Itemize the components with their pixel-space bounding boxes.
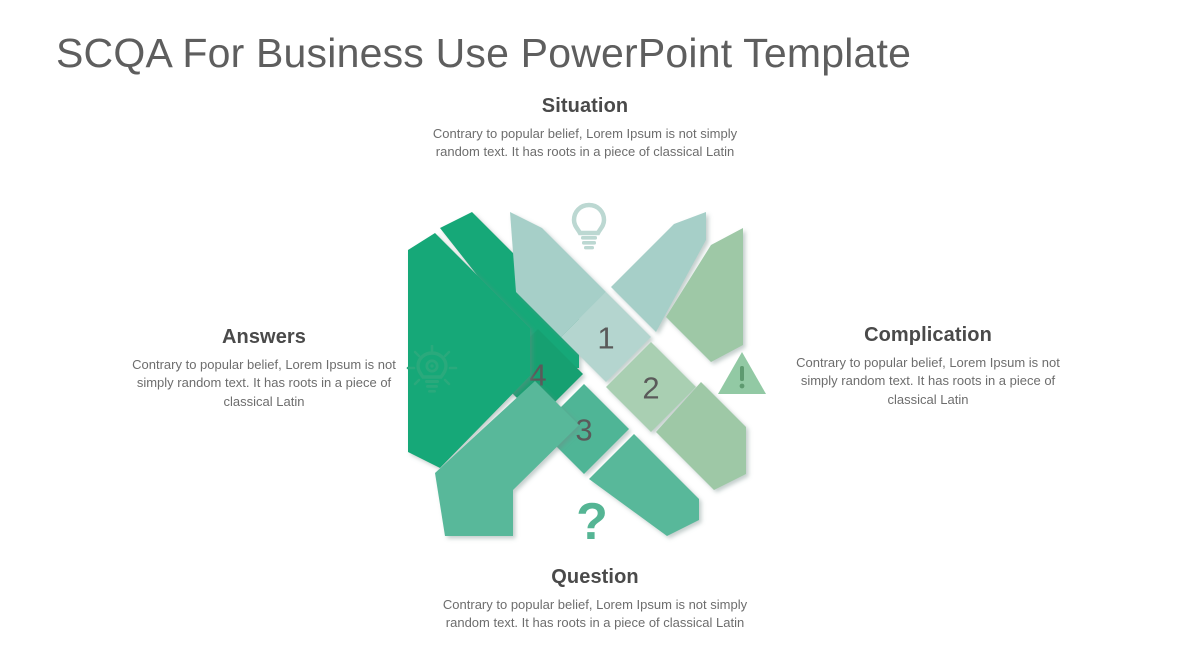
arm-complication[interactable]: [606, 228, 746, 490]
question-mark-icon: ?: [570, 493, 614, 553]
arm-question-blade-shape: [435, 381, 579, 536]
arm-complication-blade: [656, 382, 746, 490]
body-complication: Contrary to popular belief, Lorem Ipsum …: [796, 355, 1060, 407]
text-block-complication: Complication Contrary to popular belief,…: [782, 324, 1074, 409]
text-block-question: Question Contrary to popular belief, Lor…: [430, 566, 760, 633]
arm-situation-inner: [561, 292, 651, 382]
arm-situation-outer: [510, 212, 606, 337]
heading-answers: Answers: [221, 326, 307, 348]
arm-complication-outer: [666, 228, 743, 362]
warning-triangle-icon: [716, 349, 768, 397]
heading-question: Question: [551, 566, 639, 588]
arm-complication-inner: [606, 342, 696, 432]
arm-question[interactable]: [539, 384, 699, 536]
arm-situation-blade[interactable]: [611, 212, 706, 332]
lightbulb-icon: [567, 201, 611, 251]
lightbulb-rays-icon: [405, 344, 459, 397]
segment-number-situation: 1: [597, 321, 614, 356]
arm-answers-blade-shape: [408, 233, 530, 468]
segment-number-complication: 2: [642, 371, 659, 406]
text-block-answers: Answers Contrary to popular belief, Lore…: [118, 326, 410, 411]
heading-complication: Complication: [864, 324, 992, 346]
heading-situation: Situation: [541, 95, 629, 117]
arm-answers-blade[interactable]: [408, 233, 530, 468]
arm-answers-outer: [440, 212, 579, 368]
page-title: SCQA For Business Use PowerPoint Templat…: [56, 30, 912, 76]
arm-question-outer: [589, 434, 699, 536]
body-question: Contrary to popular belief, Lorem Ipsum …: [442, 597, 748, 631]
arm-situation-blade-shape: [611, 212, 706, 332]
text-block-situation: Situation Contrary to popular belief, Lo…: [420, 95, 750, 162]
body-answers: Contrary to popular belief, Lorem Ipsum …: [132, 357, 396, 409]
svg-text:?: ?: [576, 499, 608, 551]
arm-question-blade[interactable]: [435, 381, 579, 536]
body-situation: Contrary to popular belief, Lorem Ipsum …: [432, 126, 738, 160]
scqa-x-diagram: 4 1 2 3: [398, 190, 788, 560]
arm-situation[interactable]: [510, 212, 651, 382]
segment-number-question: 3: [575, 413, 592, 448]
arm-question-inner: [539, 384, 629, 474]
